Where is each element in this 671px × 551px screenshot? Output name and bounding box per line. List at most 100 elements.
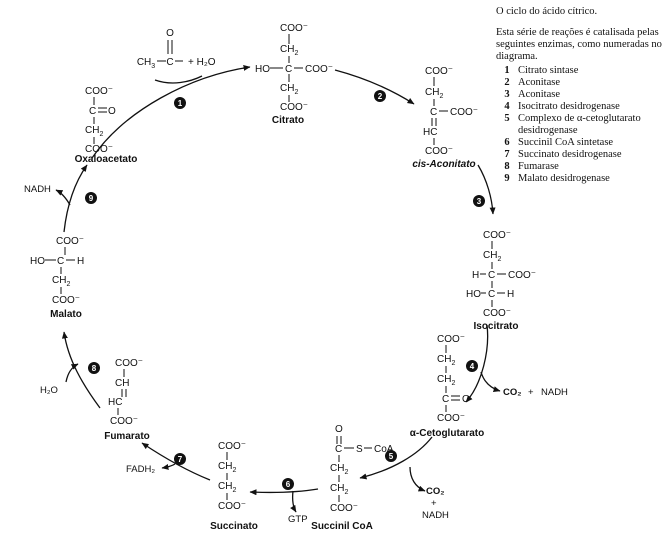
step-badge-5: 5 (385, 450, 397, 462)
svg-text:C: C (442, 394, 449, 405)
svg-text:+: + (528, 387, 534, 398)
svg-text:COO⁻: COO⁻ (330, 503, 358, 514)
svg-text:3: 3 (477, 197, 482, 206)
gtp-label: GTP (288, 514, 308, 525)
svg-text:2: 2 (378, 92, 383, 101)
citrato-structure: COO⁻ CH2 HO C COO⁻ CH2 COO⁻ Citrato (255, 23, 333, 126)
svg-text:C: C (285, 64, 292, 75)
compound-label-citrato: Citrato (272, 115, 304, 126)
svg-text:H: H (507, 289, 514, 300)
svg-text:H: H (472, 270, 479, 281)
compound-label-malato: Malato (50, 309, 82, 320)
arrow-step-9 (63, 164, 88, 233)
compound-label-isocitrato: Isocitrato (473, 321, 518, 332)
co2-nadh-out-arrow-5 (409, 466, 426, 492)
svg-text:COO⁻: COO⁻ (280, 23, 308, 34)
isocitrato-structure: COO⁻ CH2 H C COO⁻ HO C H COO⁻ Isocitrato (466, 230, 536, 332)
svg-text:COO⁻: COO⁻ (437, 413, 465, 424)
svg-text:CH2: CH2 (437, 374, 455, 387)
malato-structure: COO⁻ HO C H CH2 COO⁻ Malato (30, 236, 84, 320)
step-badge-8: 8 (88, 362, 100, 374)
nadh-label-5: NADH (422, 510, 449, 521)
atom-c: C (166, 57, 173, 68)
svg-text:CH2: CH2 (85, 125, 103, 138)
svg-text:CH2: CH2 (483, 250, 501, 263)
arrow-step-4 (465, 324, 489, 403)
svg-text:CH: CH (115, 378, 129, 389)
group-ch3: CH3 (137, 57, 155, 70)
step-badge-4: 4 (466, 360, 478, 372)
svg-text:COO⁻: COO⁻ (85, 86, 113, 97)
nadh-out-arrow-9 (55, 189, 71, 206)
acetyl-coa-in-arrow (154, 75, 203, 84)
svg-text:CH2: CH2 (52, 275, 70, 288)
arrow-step-2 (334, 69, 415, 105)
legend-subtitle: Esta série de reações é catalisada pelas… (496, 27, 662, 62)
arrow-step-1 (91, 65, 251, 159)
svg-text:C: C (335, 444, 342, 455)
gtp-out-arrow (290, 490, 297, 513)
svg-text:HO: HO (255, 64, 270, 75)
compound-label-succinil-coa: Succinil CoA (311, 521, 373, 532)
legend-title: O ciclo do ácido cítrico. (496, 6, 598, 17)
alfa-cetoglutarato-structure: COO⁻ CH2 CH2 C O COO⁻ α-Cetoglutarato (410, 334, 484, 439)
svg-text:9: 9 (89, 194, 94, 203)
svg-text:HC: HC (108, 397, 122, 408)
enzyme-legend: O ciclo do ácido cítrico. Esta série de … (496, 6, 668, 185)
compound-label-cis-aconitato: cis-Aconitato (412, 159, 475, 170)
svg-text:+: + (431, 498, 437, 509)
svg-text:H: H (77, 256, 84, 267)
svg-text:COO⁻: COO⁻ (280, 102, 308, 113)
compound-label-oxaloacetato: Oxaloacetato (75, 154, 138, 165)
svg-text:COO⁻: COO⁻ (437, 334, 465, 345)
svg-text:C: C (488, 270, 495, 281)
svg-text:C: C (89, 106, 96, 117)
svg-text:HO: HO (466, 289, 481, 300)
svg-text:COO⁻: COO⁻ (218, 501, 246, 512)
svg-text:C: C (430, 107, 437, 118)
arrow-step-5 (359, 436, 433, 480)
svg-text:COO⁻: COO⁻ (305, 64, 333, 75)
succinil-coa-structure: O C S CoA CH2 CH2 COO⁻ Succinil CoA (311, 424, 394, 532)
svg-text:CH2: CH2 (425, 87, 443, 100)
succinato-structure: COO⁻ CH2 CH2 COO⁻ Succinato (210, 441, 258, 532)
svg-text:COO⁻: COO⁻ (450, 107, 478, 118)
step-badges: 1 2 3 4 5 6 7 8 9 (85, 90, 485, 490)
svg-text:COO⁻: COO⁻ (85, 144, 113, 155)
svg-text:6: 6 (286, 480, 291, 489)
svg-text:5: 5 (389, 452, 394, 461)
h2o-label-8: H₂O (40, 385, 58, 396)
svg-text:COO⁻: COO⁻ (218, 441, 246, 452)
arrow-step-6 (249, 488, 319, 496)
svg-text:S: S (356, 444, 363, 455)
svg-text:COO⁻: COO⁻ (483, 308, 511, 319)
co2-label: CO₂ (503, 387, 521, 398)
arrow-step-3 (477, 164, 496, 215)
compound-label-fumarato: Fumarato (104, 431, 150, 442)
step-5-products: CO₂ + NADH (422, 486, 449, 521)
fadh2-out-arrow (161, 463, 176, 470)
fumarato-structure: COO⁻ CH HC COO⁻ Fumarato (104, 358, 150, 442)
co2-nadh-out-arrow-4 (480, 371, 501, 393)
cis-aconitato-structure: COO⁻ CH2 C COO⁻ HC COO⁻ cis-Aconitato (412, 66, 478, 170)
svg-text:CH2: CH2 (280, 83, 298, 96)
nadh-label: NADH (541, 387, 568, 398)
svg-text:COO⁻: COO⁻ (425, 66, 453, 77)
arrow-step-7 (141, 442, 211, 481)
cycle-arrows (61, 65, 496, 496)
svg-text:1: 1 (178, 99, 183, 108)
arrow-step-8 (61, 331, 101, 409)
svg-text:CH2: CH2 (218, 461, 236, 474)
step-badge-2: 2 (374, 90, 386, 102)
